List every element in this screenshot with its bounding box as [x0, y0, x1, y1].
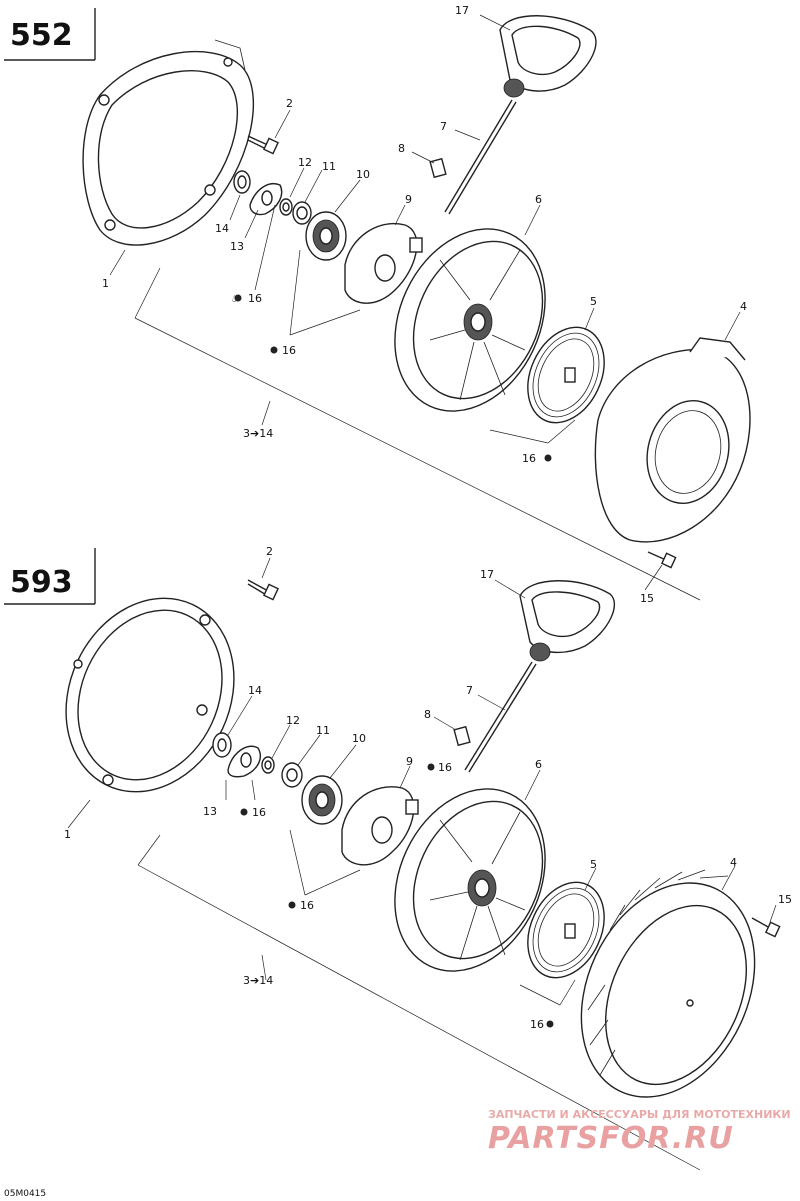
callouts-552: 17 2 7 8 12 11 10 9 6 14 13 1 💧︎ 16 5 4 … [102, 4, 747, 605]
callout-16a: 💧︎ [232, 292, 236, 305]
part-14-washer [212, 732, 232, 758]
drawing-code: 05M0415 [4, 1189, 46, 1199]
callout-16: 16 [522, 452, 536, 465]
section-number: 593 [10, 565, 73, 600]
oil-drop-icon [288, 901, 296, 909]
part-5-spring [527, 326, 605, 424]
callout-4: 4 [730, 856, 737, 869]
part-9-plate [341, 786, 419, 866]
callout-16: 16 [248, 292, 262, 305]
part-2-bolt [247, 579, 279, 601]
part-1-housing [82, 39, 254, 246]
callout-5: 5 [590, 858, 597, 871]
part-1-ring [65, 597, 235, 793]
callout-17: 17 [455, 4, 469, 17]
section-label-552: 552 [4, 8, 96, 61]
part-6-pulley [394, 228, 546, 412]
callout-17: 17 [480, 568, 494, 581]
oil-drop-icon [546, 1020, 554, 1028]
part-13-plate [227, 745, 262, 778]
callout-16: 16 [530, 1018, 544, 1031]
oil-drop-icon [427, 763, 435, 771]
callout-14: 14 [248, 684, 262, 697]
callout-7: 7 [440, 120, 447, 133]
watermark-brand: PARTSFOR.RU [488, 1121, 734, 1156]
callout-13: 13 [230, 240, 244, 253]
callout-12: 12 [298, 156, 312, 169]
part-15-bolt [751, 917, 781, 938]
callout-3to14: 3➔14 [243, 974, 273, 987]
oil-drop-icon [240, 808, 248, 816]
part-10-hub [305, 211, 347, 261]
part-8-pawl [453, 725, 471, 747]
part-7-rope [444, 99, 517, 215]
callout-4: 4 [740, 300, 747, 313]
callout-16: 16 [438, 761, 452, 774]
part-2-bolt [247, 135, 279, 155]
section-label-593: 593 [4, 548, 96, 605]
section-593: 593 [4, 545, 792, 1171]
leader-lines-593 [67, 557, 777, 923]
callout-5: 5 [590, 295, 597, 308]
callout-9: 9 [406, 755, 413, 768]
callout-6: 6 [535, 758, 542, 771]
callout-15: 15 [640, 592, 654, 605]
part-14-washer [233, 170, 251, 194]
part-17-handle [519, 580, 616, 662]
callout-10: 10 [356, 168, 370, 181]
callout-11: 11 [316, 724, 330, 737]
part-12-washer [261, 756, 275, 774]
part-9-plate [344, 222, 423, 304]
part-7-rope [464, 661, 537, 773]
leader-lines-552 [109, 14, 741, 591]
part-8-pawl [429, 157, 447, 179]
callout-16: 16 [252, 806, 266, 819]
callout-16: 16 [300, 899, 314, 912]
part-5-spring [527, 881, 605, 979]
callout-3to14: 3➔14 [243, 427, 273, 440]
callout-10: 10 [352, 732, 366, 745]
callout-15: 15 [778, 893, 792, 906]
callout-13: 13 [203, 805, 217, 818]
assembly-bracket-552 [134, 204, 701, 601]
callout-7: 7 [466, 684, 473, 697]
part-6-pulley [394, 788, 546, 972]
callout-12: 12 [286, 714, 300, 727]
callout-11: 11 [322, 160, 336, 173]
part-13-plate [249, 183, 283, 216]
callout-2: 2 [266, 545, 273, 558]
callout-9: 9 [405, 193, 412, 206]
callout-8: 8 [424, 708, 431, 721]
part-4-cover [594, 337, 751, 543]
callout-2: 2 [286, 97, 293, 110]
part-12-washer [279, 198, 293, 216]
assembly-bracket-593 [137, 779, 701, 1171]
part-17-handle [499, 15, 597, 98]
part-4-cover [580, 869, 756, 1098]
part-11-bushing [292, 201, 312, 225]
watermark: ЗАПЧАСТИ И АКСЕССУАРЫ ДЛЯ МОТОТЕХНИКИ PA… [488, 1108, 791, 1156]
section-552: 552 [4, 4, 751, 605]
callout-6: 6 [535, 193, 542, 206]
callout-16: 16 [282, 344, 296, 357]
section-number: 552 [10, 18, 73, 53]
part-10-hub [301, 775, 343, 825]
watermark-tagline: ЗАПЧАСТИ И АКСЕССУАРЫ ДЛЯ МОТОТЕХНИКИ [488, 1108, 791, 1121]
part-11-bushing [281, 762, 303, 788]
oil-drop-icon [234, 294, 242, 302]
callout-1: 1 [64, 828, 71, 841]
callout-14: 14 [215, 222, 229, 235]
oil-drop-icon [270, 346, 278, 354]
callouts-593: 2 17 14 7 8 12 11 10 9 16 6 13 16 1 5 4 … [64, 545, 792, 1031]
oil-drop-icon [544, 454, 552, 462]
callout-1: 1 [102, 277, 109, 290]
callout-8: 8 [398, 142, 405, 155]
part-15-bolt [647, 551, 677, 569]
